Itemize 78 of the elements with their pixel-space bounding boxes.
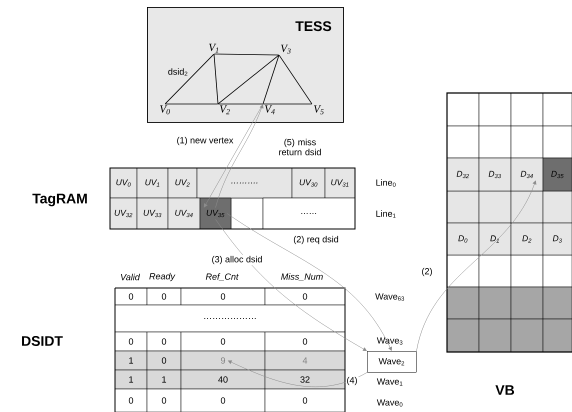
cell-text: UV$_{33}$ — [144, 210, 162, 218]
arrow — [215, 104, 264, 208]
cell-text: 0 — [302, 293, 308, 300]
cell-text: D$_{3}$ — [552, 235, 562, 243]
column-header: Ready — [149, 272, 176, 282]
cell-text: D$_{1}$ — [490, 235, 499, 243]
cell-text: …… — [301, 213, 316, 214]
cell-text: D$_{35}$ — [551, 170, 564, 178]
cell-text: ………. — [231, 182, 258, 184]
edge-label: (2) req dsid — [292, 234, 340, 246]
edge-label: (2) — [420, 266, 434, 278]
mesh-line — [214, 54, 280, 56]
cell-text: UV$_{2}$ — [175, 179, 190, 187]
column-header: Miss_Num — [281, 273, 323, 281]
cell-text: D$_{32}$ — [456, 170, 470, 178]
row-label: Wave$_{3}$ — [376, 337, 402, 345]
row-label: Line$_{0}$ — [376, 179, 396, 187]
vertex-label: V$_{5}$ — [314, 105, 324, 114]
block-title: VB — [495, 385, 514, 395]
column-header: Valid — [120, 274, 140, 280]
mesh-line — [164, 54, 214, 104]
column-header: Ref_Cnt — [206, 273, 239, 281]
cell-text: 0 — [162, 338, 166, 345]
row-label: Line$_{1}$ — [376, 210, 396, 218]
cell-text: UV$_{32}$ — [114, 210, 132, 218]
block-title: DSIDT — [22, 336, 63, 346]
cell-text: 1 — [162, 376, 166, 383]
edge-label: (5) miss return dsid — [271, 138, 329, 156]
mesh-line — [262, 54, 280, 104]
cell-text: UV$_{35}$ — [206, 210, 224, 218]
cell-text: 1 — [129, 376, 134, 383]
cell-text: UV$_{0}$ — [116, 179, 131, 187]
cell-text: ……………… — [204, 318, 256, 319]
arrow — [228, 360, 368, 387]
cell-text: 0 — [162, 293, 166, 300]
row-label: Wave$_{63}$ — [375, 293, 404, 301]
cell-text: 0 — [162, 357, 166, 364]
cell-text: UV$_{31}$ — [331, 179, 348, 187]
edge-label: (1) new vertex — [176, 136, 234, 146]
cell-text: 0 — [128, 293, 134, 300]
cell-text: 0 — [128, 397, 134, 404]
cell-text: 0 — [128, 338, 134, 345]
block-title: TagRAM — [32, 194, 87, 206]
mesh-line — [218, 54, 280, 104]
cell-text: 0 — [302, 397, 308, 404]
cell-text: 0 — [302, 338, 308, 345]
cell-text: 40 — [218, 376, 228, 383]
cell-text: 0 — [162, 397, 166, 404]
cell-text: UV$_{30}$ — [300, 179, 318, 187]
cell-text: 0 — [220, 397, 226, 404]
cell-text: D$_{0}$ — [458, 235, 468, 243]
cell-text: 4 — [302, 357, 308, 364]
cell-text: D$_{34}$ — [520, 170, 533, 178]
arrow — [226, 213, 392, 351]
edge-label: dsid$_{2}$ — [166, 67, 190, 77]
arrow — [215, 219, 367, 351]
wave-box: Wave$_{2}$ — [367, 351, 416, 372]
mesh-line — [278, 54, 312, 104]
row-label: Wave$_{0}$ — [376, 399, 402, 407]
vertex-label: V$_{3}$ — [280, 44, 291, 54]
arrow — [416, 180, 536, 352]
cell-text: 0 — [220, 293, 226, 300]
vertex-label: V$_{1}$ — [209, 44, 218, 53]
cell-text: UV$_{1}$ — [145, 179, 160, 187]
cell-text: 1 — [129, 357, 134, 364]
cell-text: 0 — [220, 338, 226, 345]
vertex-label: V$_{4}$ — [264, 105, 275, 114]
cell-text: UV$_{34}$ — [175, 210, 193, 218]
vertex-label: V$_{0}$ — [160, 105, 170, 114]
edge-label: (3) alloc dsid — [210, 254, 264, 266]
mesh-line — [214, 54, 218, 104]
cell-text: D$_{33}$ — [488, 170, 502, 178]
cell-text: 32 — [300, 376, 310, 383]
cell-text: 9 — [220, 357, 226, 364]
arrow — [204, 104, 264, 208]
vertex-label: V$_{2}$ — [220, 105, 230, 114]
edge-label: (4) — [346, 376, 358, 386]
cell-text: D$_{2}$ — [522, 235, 532, 243]
